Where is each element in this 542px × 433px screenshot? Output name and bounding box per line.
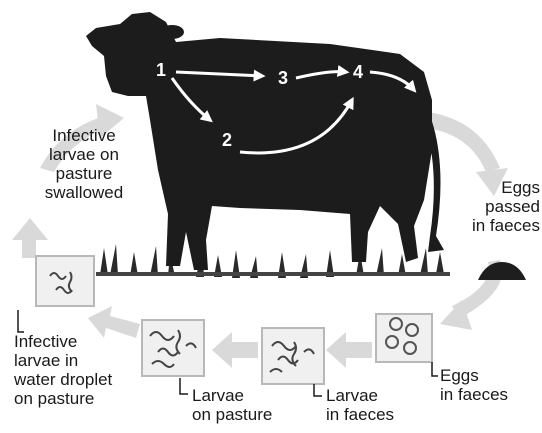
dung-pat <box>478 262 526 280</box>
route-number-1: 1 <box>151 60 171 80</box>
route-number-3: 3 <box>273 68 293 88</box>
label-larvae-on-pasture: Larvae on pasture <box>192 386 272 424</box>
route-number-2: 2 <box>217 130 237 150</box>
cycle-arrow-bottom-1 <box>326 332 372 368</box>
label-eggs-in-faeces: Eggs in faeces <box>440 366 508 404</box>
grass-tufts <box>96 244 450 278</box>
infective-larvae-box <box>36 256 94 306</box>
eggs-box <box>376 314 432 362</box>
label-larvae-in-faeces: Larvae in faeces <box>326 386 394 424</box>
route-number-4: 4 <box>348 62 368 82</box>
larvae-on-pasture-box <box>142 320 204 376</box>
label-infective-larvae-in-water-droplet: Infective larvae in water droplet on pas… <box>14 332 112 408</box>
label-eggs-passed-in-faeces: Eggs passed in faeces <box>446 178 540 235</box>
cycle-arrow-bottom-2 <box>212 332 258 368</box>
label-infective-larvae-swallowed: Infective larvae on pasture swallowed <box>22 126 146 202</box>
larvae-in-faeces-box <box>262 328 324 384</box>
cycle-arrow-left-up <box>12 218 48 258</box>
